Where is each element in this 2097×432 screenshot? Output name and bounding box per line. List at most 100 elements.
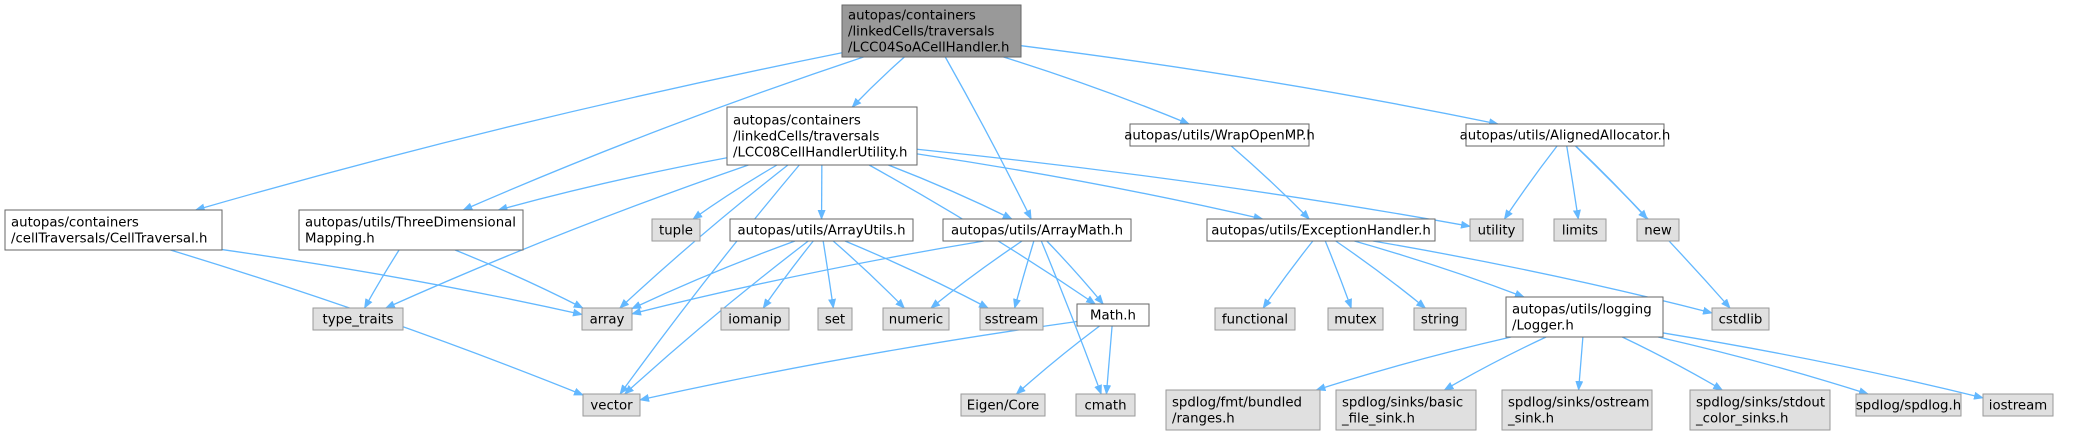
node-label-stdoutColor-line-0: spdlog/sinks/stdout [1696, 396, 1825, 411]
node-cmath: cmath [1075, 393, 1136, 417]
edge-exceptionHandler-to-logger [1354, 240, 1525, 298]
edge-logger-to-ostreamSink [1575, 336, 1584, 391]
node-box-fmtRanges [1165, 389, 1321, 431]
node-label-lcc08-line-2: /LCC08CellHandlerUtility.h [733, 146, 907, 161]
node-box-string [1413, 307, 1467, 331]
edge-mathH-to-eigen [1015, 325, 1100, 395]
node-tuple: tuple [651, 218, 701, 242]
node-mutex: mutex [1327, 307, 1384, 331]
edge-exceptionHandler-to-functional [1262, 240, 1314, 309]
node-box-cstdlib [1711, 307, 1770, 331]
node-box-sstream [979, 307, 1044, 331]
edge-logger-to-basicFileSink [1443, 336, 1547, 391]
edge-root-to-arrayMath [944, 56, 1032, 220]
node-stdoutColor: spdlog/sinks/stdout_color_sinks.h [1689, 389, 1831, 431]
node-label-wrapOpenMP-line-0: autopas/utils/WrapOpenMP.h [1124, 129, 1315, 144]
edge-root-to-threeDim [462, 56, 864, 211]
node-exceptionHandler[interactable]: autopas/utils/ExceptionHandler.h [1206, 218, 1436, 242]
edge-lcc08-to-type_traits [384, 164, 749, 309]
edge-exceptionHandler-to-cstdlib [1372, 240, 1713, 315]
node-iostream: iostream [1982, 393, 2054, 417]
node-label-cstdlib-line-0: cstdlib [1719, 313, 1763, 328]
node-label-fmtRanges-line-0: spdlog/fmt/bundled [1172, 396, 1302, 411]
edge-root-to-wrapOpenMP [1003, 56, 1190, 125]
node-box-functional [1214, 307, 1296, 331]
node-label-root-line-0: autopas/containers [848, 9, 976, 24]
edge-arrayMath-to-cmath [1040, 240, 1102, 395]
node-label-lcc08-line-0: autopas/containers [733, 114, 861, 129]
node-set: set [817, 307, 853, 331]
node-label-fmtRanges-line-1: /ranges.h [1172, 412, 1235, 427]
edge-exceptionHandler-to-string [1335, 240, 1427, 309]
edge-arrayUtils-to-sstream [844, 240, 989, 309]
node-mathH[interactable]: Math.h [1076, 303, 1150, 327]
node-label-ostreamSink-line-1: _sink.h [1507, 412, 1554, 427]
node-label-ostreamSink-line-0: spdlog/sinks/ostream [1508, 396, 1649, 411]
node-box-iostream [1982, 393, 2054, 417]
edge-cellTraversal-to-array [221, 248, 583, 317]
node-ostreamSink: spdlog/sinks/ostream_sink.h [1501, 389, 1653, 431]
node-wrapOpenMP[interactable]: autopas/utils/WrapOpenMP.h [1124, 123, 1315, 147]
node-arrayUtils[interactable]: autopas/utils/ArrayUtils.h [729, 218, 914, 242]
node-cellTraversal[interactable]: autopas/containers/cellTraversals/CellTr… [4, 209, 223, 251]
node-box-array [581, 307, 633, 331]
edge-threeDim-to-type_traits [363, 249, 400, 309]
node-logger[interactable]: autopas/utils/logging/Logger.h [1505, 296, 1664, 338]
edge-lcc08-to-arrayMath [888, 164, 1013, 220]
node-root[interactable]: autopas/containers/linkedCells/traversal… [841, 4, 1022, 58]
edge-lcc08-to-vector [619, 164, 800, 395]
edge-root-to-lcc08 [851, 56, 905, 108]
node-label-alignedAllocator-line-0: autopas/utils/AlignedAllocator.h [1460, 129, 1671, 144]
node-utility: utility [1469, 218, 1524, 242]
node-arrayMath[interactable]: autopas/utils/ArrayMath.h [942, 218, 1132, 242]
node-box-limits [1553, 218, 1607, 242]
node-label-root-line-2: /LCC04SoACellHandler.h [848, 41, 1009, 56]
edge-threeDim-to-array [454, 249, 584, 309]
node-label-functional-line-0: functional [1222, 313, 1288, 328]
node-box-exceptionHandler [1206, 218, 1436, 242]
edge-arrayUtils-to-set [822, 240, 837, 309]
edge-root-to-cellTraversal [194, 52, 843, 212]
node-basicFileSink: spdlog/sinks/basic_file_sink.h [1335, 389, 1477, 431]
node-array: array [581, 307, 633, 331]
node-box-type_traits [312, 307, 404, 331]
node-label-root-line-1: /linkedCells/traversals [848, 25, 995, 40]
node-label-limits-line-0: limits [1562, 224, 1598, 239]
node-label-exceptionHandler-line-0: autopas/utils/ExceptionHandler.h [1211, 224, 1431, 239]
node-label-threeDim-line-0: autopas/utils/ThreeDimensional [305, 216, 516, 231]
node-label-type_traits-line-0: type_traits [322, 313, 393, 328]
node-box-wrapOpenMP [1129, 123, 1310, 147]
node-box-arrayUtils [729, 218, 914, 242]
node-box-arrayMath [942, 218, 1132, 242]
node-label-logger-line-1: /Logger.h [1512, 319, 1574, 334]
node-box-root [841, 4, 1022, 58]
node-vector: vector [582, 393, 641, 417]
node-eigen: Eigen/Core [960, 393, 1046, 417]
node-label-cmath-line-0: cmath [1084, 399, 1126, 414]
node-label-logger-line-0: autopas/utils/logging [1512, 303, 1652, 318]
edge-lcc08-to-array [619, 164, 789, 309]
node-iomanip: iomanip [720, 307, 790, 331]
node-type_traits: type_traits [312, 307, 404, 331]
node-lcc08[interactable]: autopas/containers/linkedCells/traversal… [726, 106, 918, 166]
edge-alignedAllocator-to-utility [1503, 145, 1558, 220]
node-box-mathH [1076, 303, 1150, 327]
node-box-eigen [960, 393, 1046, 417]
node-alignedAllocator[interactable]: autopas/utils/AlignedAllocator.h [1460, 123, 1671, 147]
node-cstdlib: cstdlib [1711, 307, 1770, 331]
node-label-vector-line-0: vector [590, 399, 633, 414]
edge-lcc08-to-threeDim [497, 157, 728, 212]
node-box-new [1636, 218, 1680, 242]
node-box-alignedAllocator [1465, 123, 1665, 147]
node-label-basicFileSink-line-0: spdlog/sinks/basic [1342, 396, 1463, 411]
node-label-new-line-0: new [1644, 224, 1672, 239]
edge-arrayUtils-to-iomanip [762, 240, 814, 309]
node-label-spdlogH-line-0: spdlog/spdlog.h [1856, 399, 1961, 414]
node-box-spdlogH [1855, 393, 1962, 417]
edge-arrayMath-to-sstream [1013, 240, 1035, 309]
node-label-sstream-line-0: sstream [985, 313, 1039, 328]
node-label-tuple-line-0: tuple [659, 224, 693, 239]
node-box-logger [1505, 296, 1664, 338]
